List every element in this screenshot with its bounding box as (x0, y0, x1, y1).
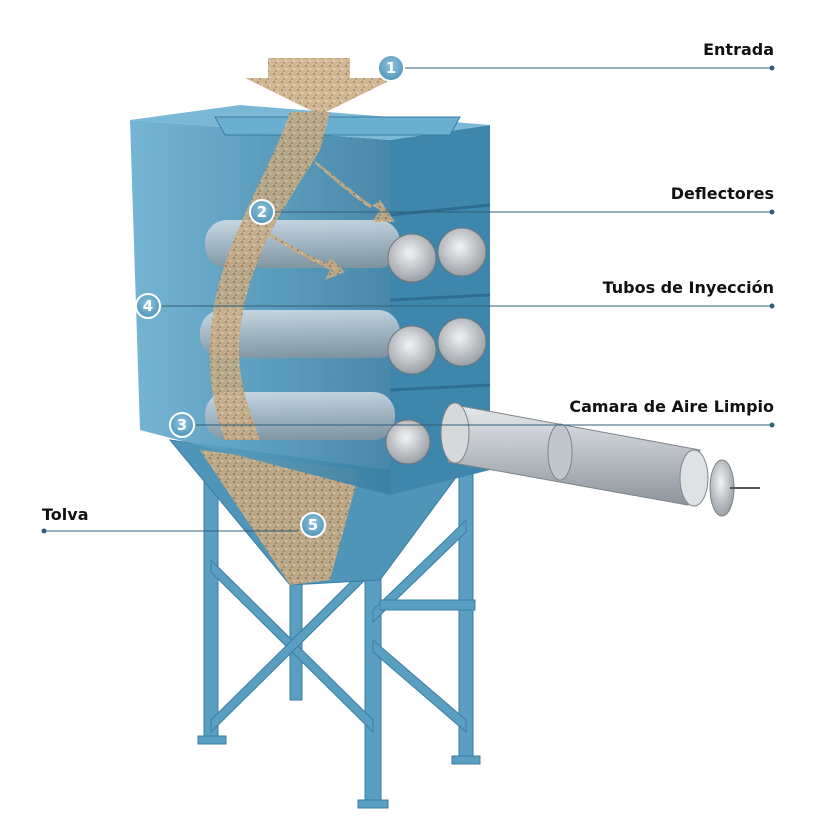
foot-plate-3 (451, 755, 481, 765)
marker-4-number: 4 (143, 297, 153, 315)
label-camara-de-aire-limpio: Camara de Aire Limpio (569, 397, 774, 416)
foot-plate-1 (197, 735, 227, 745)
cross-brace-3 (372, 518, 467, 624)
extracted-filter (440, 402, 760, 517)
support-stand (197, 449, 481, 809)
end-cap (387, 325, 437, 375)
marker-4: 4 (135, 293, 161, 319)
side-rail (379, 599, 476, 611)
marker-1-number: 1 (386, 59, 396, 77)
end-cap (385, 419, 431, 465)
label-entrada: Entrada (703, 40, 774, 59)
marker-3-number: 3 (177, 416, 187, 434)
marker-5: 5 (300, 512, 326, 538)
marker-5-number: 5 (308, 516, 318, 534)
leader-dot (769, 65, 775, 71)
foot-plate-2 (357, 799, 389, 809)
marker-3: 3 (169, 412, 195, 438)
label-deflectores: Deflectores (670, 184, 774, 203)
end-cap (387, 233, 437, 283)
leader-dot (41, 528, 47, 534)
label-tolva: Tolva (42, 505, 89, 524)
inlet-hood (214, 116, 461, 136)
leader-dot (769, 422, 775, 428)
marker-1: 1 (377, 54, 405, 82)
leader-lines (41, 65, 775, 534)
leader-dot (769, 209, 775, 215)
leader-dot (769, 303, 775, 309)
dust-flow (209, 58, 395, 440)
marker-2: 2 (249, 199, 275, 225)
label-tubos-de-inyeccion: Tubos de Inyección (602, 278, 774, 297)
housing (130, 105, 491, 495)
marker-2-number: 2 (257, 203, 267, 221)
inlet-arrow (245, 58, 395, 115)
numbered-markers: 1 2 3 4 5 (135, 54, 405, 538)
end-cap (437, 227, 487, 277)
dust-stream (209, 112, 330, 440)
end-cap (437, 317, 487, 367)
filter-row-2 (200, 310, 400, 358)
cross-brace-4 (372, 638, 467, 734)
filter-end-caps (385, 227, 487, 465)
